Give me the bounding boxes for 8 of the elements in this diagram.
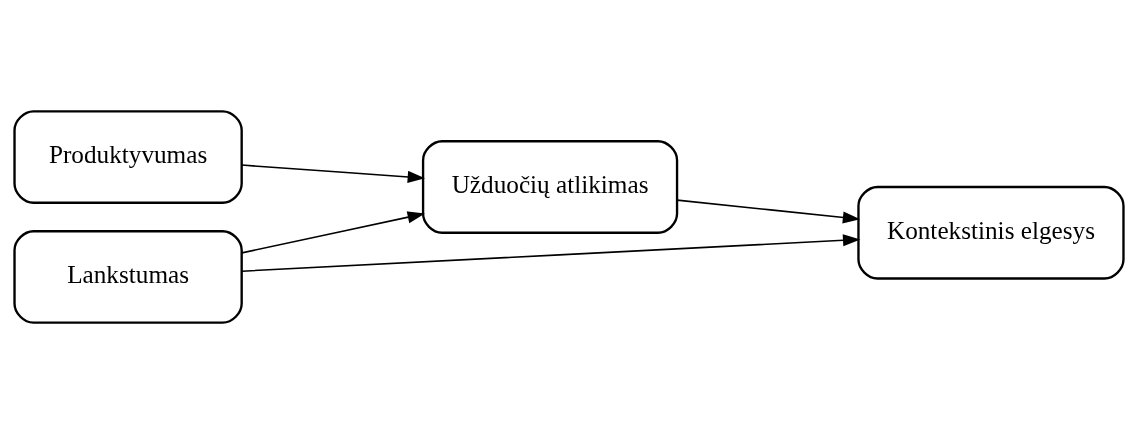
node-box: Lankstumas bbox=[13, 229, 243, 324]
arrow bbox=[676, 198, 861, 223]
arrow bbox=[241, 210, 425, 254]
node-box: Kontekstinis elgesys bbox=[857, 185, 1125, 280]
arrow bbox=[241, 163, 426, 183]
arrow bbox=[241, 233, 861, 272]
node-box: Produktyvumas bbox=[13, 109, 243, 204]
node-box: Užduočių atlikimas bbox=[421, 139, 679, 234]
